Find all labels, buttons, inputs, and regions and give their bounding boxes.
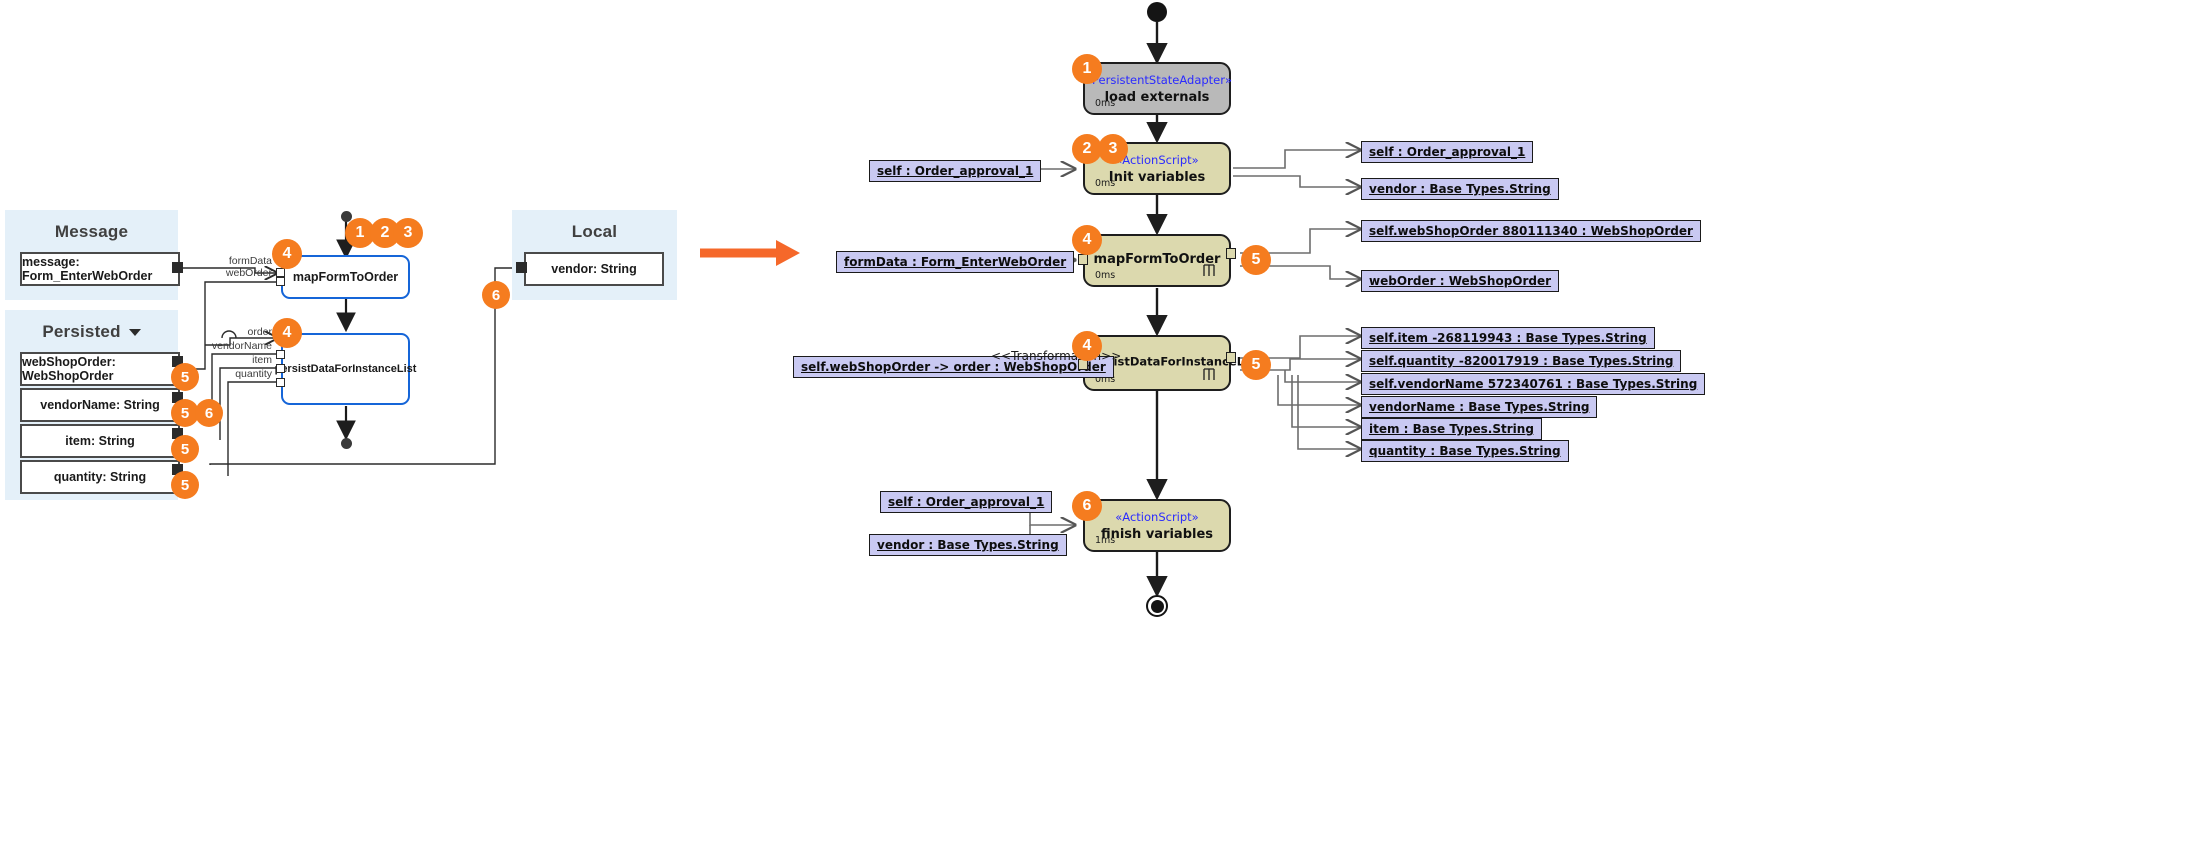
flow-final-node bbox=[341, 438, 352, 449]
object-output-persist-self-quantity[interactable]: self.quantity -820017919 : Base Types.St… bbox=[1361, 350, 1682, 372]
uml-node-persist-data-for-instance-list-time: 0ms bbox=[1095, 374, 1116, 385]
message-scope-title: Message bbox=[54, 222, 129, 241]
variable-quantity-pin bbox=[172, 464, 183, 475]
activity-persistdataforinstancelist-label: persistDataForInstanceList bbox=[274, 363, 417, 375]
variable-webshoporder-pin bbox=[172, 356, 183, 367]
uml-port-map-out[interactable] bbox=[1226, 248, 1236, 259]
step-badge-5-uml-map: 5 bbox=[1241, 245, 1271, 275]
transformation-edge-tag: <<Transformation>> bbox=[991, 349, 1122, 363]
uml-node-init-variables-time: 0ms bbox=[1095, 178, 1116, 189]
port-order-label: order bbox=[247, 326, 272, 338]
uml-node-load-externals-name: load externals bbox=[1104, 90, 1210, 105]
uml-node-init-variables-name: Init variables bbox=[1108, 170, 1206, 185]
variable-webshoporder-label: webShopOrder: WebShopOrder bbox=[22, 355, 116, 383]
chevron-down-icon[interactable] bbox=[128, 329, 141, 337]
uml-node-finish-variables[interactable]: «ActionScript» finish variables 1ms bbox=[1083, 499, 1231, 552]
variable-item[interactable]: item: String bbox=[20, 424, 180, 458]
step-badge-6-uml: 6 bbox=[1072, 491, 1102, 521]
uml-node-init-variables-stereotype: «ActionScript» bbox=[1115, 153, 1199, 167]
step-badge-5-item: 5 bbox=[171, 435, 199, 463]
port-item[interactable] bbox=[276, 364, 285, 373]
port-weborder-label: webOrder bbox=[225, 267, 272, 279]
port-vendorname[interactable] bbox=[276, 350, 285, 359]
variable-message[interactable]: message: Form_EnterWebOrder bbox=[20, 252, 180, 286]
rake-icon bbox=[1203, 264, 1215, 276]
variable-webshoporder[interactable]: webShopOrder: WebShopOrder bbox=[20, 352, 180, 386]
step-badge-5-vendorname: 5 bbox=[171, 399, 199, 427]
local-scope-title: Local bbox=[571, 222, 618, 241]
variable-vendor[interactable]: vendor: String bbox=[524, 252, 664, 286]
step-badge-4-uml-map: 4 bbox=[1072, 225, 1102, 255]
variable-item-label: item: String bbox=[65, 434, 135, 448]
object-output-map-webshoporder[interactable]: self.webShopOrder 880111340 : WebShopOrd… bbox=[1361, 220, 1701, 242]
object-output-persist-quantity[interactable]: quantity : Base Types.String bbox=[1361, 440, 1569, 462]
step-badge-4-mapform: 4 bbox=[272, 239, 302, 269]
variable-vendorname-pin bbox=[172, 392, 183, 403]
step-badge-5-uml-persist: 5 bbox=[1241, 350, 1271, 380]
rake-icon bbox=[1203, 368, 1215, 380]
object-output-map-weborder[interactable]: webOrder : WebShopOrder bbox=[1361, 270, 1560, 292]
variable-message-label: message: Form_EnterWebOrder bbox=[22, 255, 153, 283]
object-output-init-vendor[interactable]: vendor : Base Types.String bbox=[1361, 178, 1559, 200]
uml-port-persist-out[interactable] bbox=[1226, 352, 1236, 363]
object-input-persist-order[interactable]: self.webShopOrder -> order : WebShopOrde… bbox=[793, 356, 1114, 378]
uml-port-map-in[interactable] bbox=[1078, 254, 1088, 265]
uml-node-finish-variables-stereotype: «ActionScript» bbox=[1115, 510, 1199, 524]
activity-persistdataforinstancelist[interactable]: persistDataForInstanceList bbox=[275, 333, 416, 405]
variable-quantity[interactable]: quantity: String bbox=[20, 460, 180, 494]
step-badge-2-uml: 2 bbox=[1072, 134, 1102, 164]
uml-node-finish-variables-name: finish variables bbox=[1100, 527, 1214, 542]
step-badge-3-uml: 3 bbox=[1098, 134, 1128, 164]
port-formdata-label: formData bbox=[228, 255, 272, 267]
port-formdata[interactable] bbox=[276, 268, 285, 277]
object-output-persist-self-vendorname[interactable]: self.vendorName 572340761 : Base Types.S… bbox=[1361, 373, 1706, 395]
port-weborder[interactable] bbox=[276, 277, 285, 286]
uml-node-persist-data-for-instance-list-name: persistDataForInstanceList bbox=[1085, 354, 1261, 369]
variable-vendor-pin bbox=[516, 262, 527, 273]
step-badge-3-left: 3 bbox=[393, 218, 423, 248]
object-input-map-formdata[interactable]: formData : Form_EnterWebOrder bbox=[836, 251, 1075, 273]
flow-initial-node bbox=[341, 211, 352, 222]
object-output-persist-self-item[interactable]: self.item -268119943 : Base Types.String bbox=[1361, 327, 1655, 349]
object-input-finish-self[interactable]: self : Order_approval_1 bbox=[880, 491, 1053, 513]
uml-node-load-externals-stereotype: «PersistentStateAdapter» bbox=[1085, 73, 1233, 87]
variable-vendorname-label: vendorName: String bbox=[40, 398, 160, 412]
variable-item-pin bbox=[172, 428, 183, 439]
variable-quantity-label: quantity: String bbox=[53, 470, 147, 484]
variable-vendorname[interactable]: vendorName: String bbox=[20, 388, 180, 422]
uml-node-map-form-to-order-time: 0ms bbox=[1095, 270, 1116, 281]
port-quantity[interactable] bbox=[276, 378, 285, 387]
uml-node-finish-variables-time: 1ms bbox=[1095, 535, 1116, 546]
object-output-persist-item[interactable]: item : Base Types.String bbox=[1361, 418, 1542, 440]
step-badge-6-vendorname: 6 bbox=[195, 399, 223, 427]
uml-node-load-externals-time: 0ms bbox=[1095, 98, 1116, 109]
object-input-finish-vendor[interactable]: vendor : Base Types.String bbox=[869, 534, 1067, 556]
activity-mapformtoorder[interactable]: mapFormToOrder bbox=[281, 255, 410, 299]
object-output-init-self[interactable]: self : Order_approval_1 bbox=[1361, 141, 1534, 163]
activity-mapformtoorder-label: mapFormToOrder bbox=[292, 270, 399, 284]
step-badge-5-webshoporder: 5 bbox=[171, 363, 199, 391]
step-badge-4-uml-persist: 4 bbox=[1072, 331, 1102, 361]
step-badge-4-persist: 4 bbox=[272, 318, 302, 348]
uml-node-map-form-to-order[interactable]: mapFormToOrder 0ms bbox=[1083, 234, 1231, 287]
uml-node-map-form-to-order-name: mapFormToOrder bbox=[1093, 251, 1221, 267]
port-quantity-label: quantity bbox=[235, 368, 272, 380]
object-output-persist-vendorname[interactable]: vendorName : Base Types.String bbox=[1361, 396, 1598, 418]
object-input-init-self[interactable]: self : Order_approval_1 bbox=[869, 160, 1042, 182]
persisted-scope-label: Persisted bbox=[42, 322, 121, 341]
step-badge-5-quantity: 5 bbox=[171, 471, 199, 499]
step-badge-1-uml: 1 bbox=[1072, 54, 1102, 84]
port-vendorname-label: vendorName bbox=[211, 340, 272, 352]
uml-final-node-core bbox=[1151, 600, 1164, 613]
step-badge-6-vendor: 6 bbox=[482, 281, 510, 309]
variable-vendor-label: vendor: String bbox=[551, 262, 637, 276]
uml-initial-node bbox=[1147, 2, 1167, 22]
persisted-scope-title: Persisted bbox=[5, 310, 178, 342]
uml-node-load-externals[interactable]: «PersistentStateAdapter» load externals … bbox=[1083, 62, 1233, 115]
port-item-label: item bbox=[252, 354, 272, 366]
variable-message-pin bbox=[172, 262, 183, 273]
